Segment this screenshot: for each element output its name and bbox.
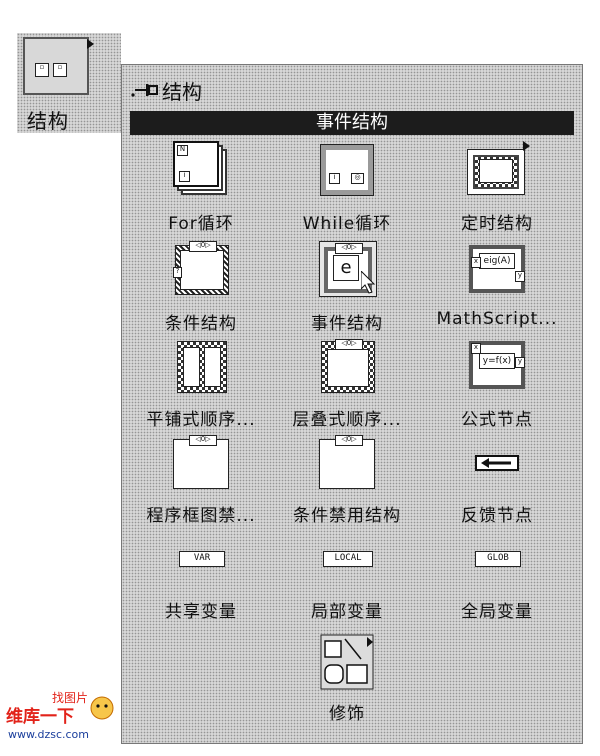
stacked-sequence-label: 层叠式顺序... [292, 410, 402, 430]
flat-sequence-item[interactable]: 平铺式顺序... [126, 337, 276, 430]
conditional-disable-icon: ◁0▷ [315, 433, 379, 495]
decorations-icon [315, 631, 379, 693]
mathscript-item[interactable]: eig(A) x y MathScript... [422, 241, 572, 329]
timed-structure-item[interactable]: 定时结构 [422, 141, 572, 234]
local-variable-label: 局部变量 [311, 602, 383, 622]
diagram-disable-item[interactable]: ◁0▷ 程序框图禁... [126, 433, 276, 526]
flat-sequence-label: 平铺式顺序... [146, 410, 256, 430]
case-structure-label: 条件结构 [165, 314, 237, 334]
structures-icon: ▫ ▫ [23, 37, 89, 95]
launcher-label: 结构 [27, 109, 69, 133]
conditional-disable-label: 条件禁用结构 [293, 506, 401, 526]
for-loop-label: For循环 [168, 214, 234, 234]
submenu-arrow-icon [87, 39, 94, 49]
pin-icon[interactable] [130, 80, 160, 100]
feedback-node-item[interactable]: 反馈节点 [422, 433, 572, 526]
feedback-node-label: 反馈节点 [461, 506, 533, 526]
local-variable-icon: LOCAL [315, 529, 379, 591]
diagram-disable-label: 程序框图禁... [146, 506, 256, 526]
shared-variable-label: 共享变量 [165, 602, 237, 622]
stacked-sequence-icon: ◁0▷ [315, 337, 379, 399]
structures-palette-button[interactable]: ▫ ▫ 结构 [17, 33, 121, 133]
mathscript-label: MathScript... [436, 309, 558, 329]
timed-structure-icon [465, 141, 530, 203]
formula-node-item[interactable]: y=f(x) x y 公式节点 [422, 337, 572, 430]
decorations-label: 修饰 [329, 704, 365, 724]
palette-title: 结构 [162, 79, 202, 104]
palette-header: 结构 [130, 75, 202, 105]
while-loop-label: While循环 [302, 214, 392, 234]
event-structure-icon: ◁0▷ e [315, 241, 379, 303]
shared-variable-item[interactable]: VAR 共享变量 [126, 529, 276, 622]
mathscript-icon: eig(A) x y [465, 241, 529, 303]
global-variable-item[interactable]: GLOB 全局变量 [422, 529, 572, 622]
stacked-sequence-item[interactable]: ◁0▷ 层叠式顺序... [272, 337, 422, 430]
global-variable-label: 全局变量 [461, 602, 533, 622]
for-loop-icon: N i [169, 141, 233, 203]
shared-variable-icon: VAR [169, 529, 233, 591]
case-structure-icon: ◁0▷ ? [169, 241, 233, 303]
event-structure-label: 事件结构 [311, 314, 383, 334]
formula-node-label: 公式节点 [461, 410, 533, 430]
formula-node-icon: y=f(x) x y [465, 337, 529, 399]
diagram-disable-icon: ◁0▷ [169, 433, 233, 495]
structures-palette: 结构 事件结构 N i For循环 i ◎ While循环 定时结构 [121, 64, 583, 744]
local-variable-item[interactable]: LOCAL 局部变量 [272, 529, 422, 622]
svg-text:找图片: 找图片 [52, 691, 88, 705]
event-structure-item[interactable]: ◁0▷ e 事件结构 [272, 241, 422, 334]
global-variable-icon: GLOB [465, 529, 529, 591]
svg-text:维库一下: 维库一下 [6, 706, 74, 727]
while-loop-item[interactable]: i ◎ While循环 [272, 141, 422, 234]
while-loop-icon: i ◎ [315, 141, 379, 203]
for-loop-item[interactable]: N i For循环 [126, 141, 276, 234]
section-title-bar: 事件结构 [130, 111, 574, 135]
flat-sequence-icon [169, 337, 233, 399]
watermark-logo: 找图片 维库一下 www.dzsc.com [6, 686, 136, 746]
conditional-disable-item[interactable]: ◁0▷ 条件禁用结构 [272, 433, 422, 526]
feedback-node-icon [465, 433, 529, 495]
timed-structure-label: 定时结构 [461, 214, 533, 234]
decorations-item[interactable]: 修饰 [272, 631, 422, 724]
svg-text:www.dzsc.com: www.dzsc.com [8, 728, 89, 741]
case-structure-item[interactable]: ◁0▷ ? 条件结构 [126, 241, 276, 334]
